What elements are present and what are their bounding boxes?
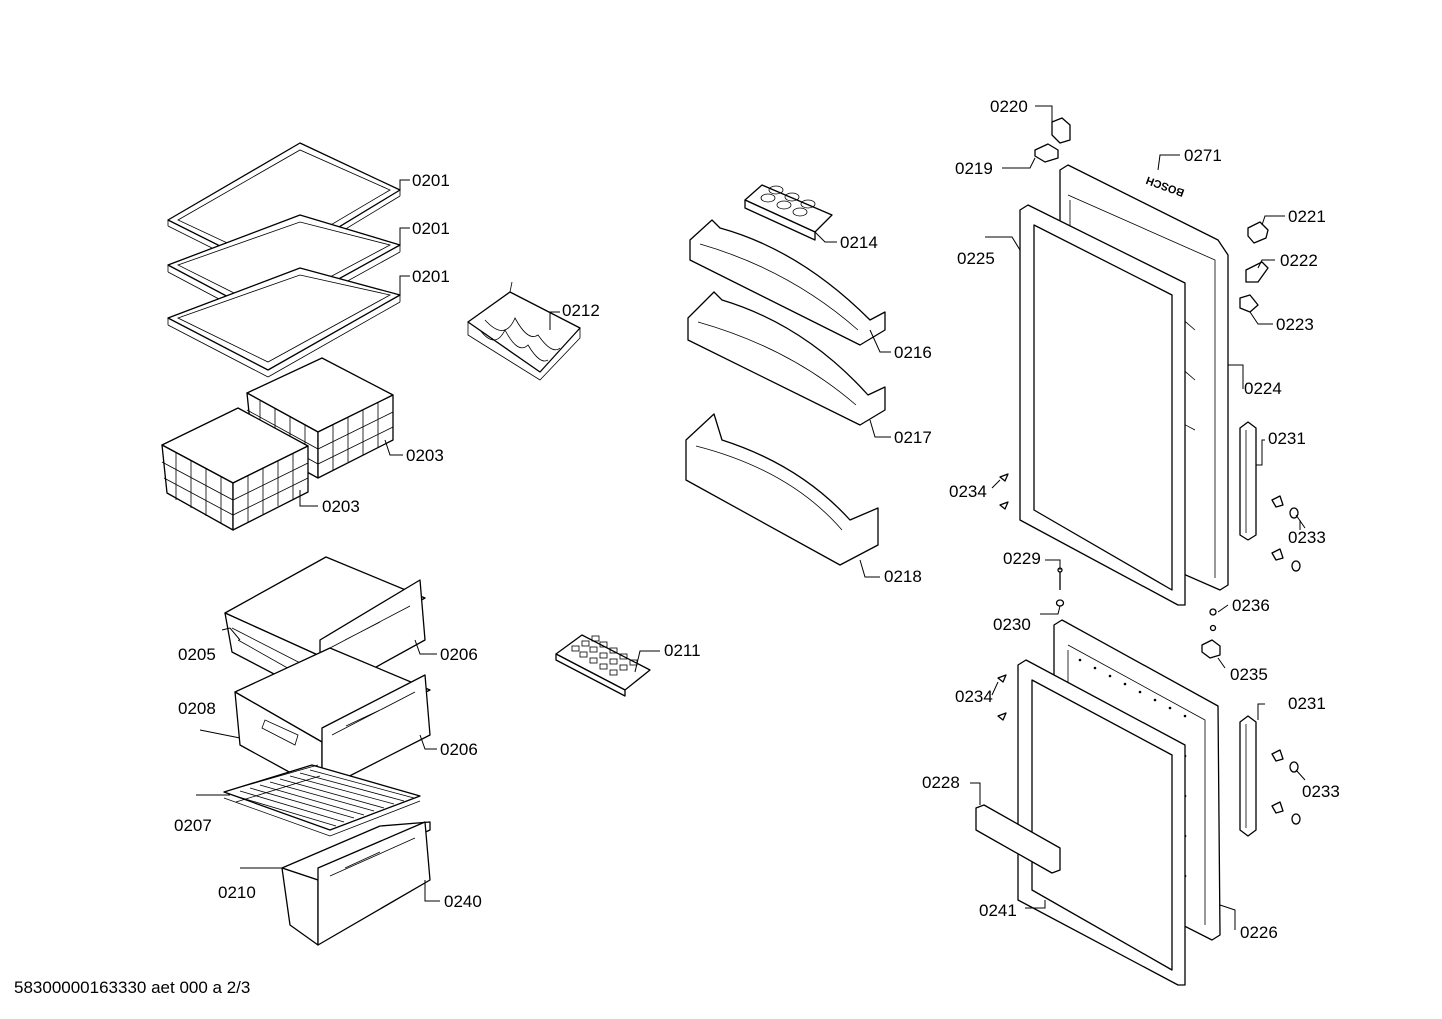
label-0203-front: 0203 <box>322 497 360 516</box>
label-0210: 0210 <box>218 883 256 902</box>
freezer-door-gasket <box>1017 659 1186 986</box>
part-number-labels: 0201 0201 0201 0212 0203 0203 0214 0216 … <box>174 97 1340 942</box>
label-0201-middle: 0201 <box>412 219 450 238</box>
label-0234-lower: 0234 <box>955 687 993 706</box>
label-0230: 0230 <box>993 615 1031 634</box>
label-0216: 0216 <box>894 343 932 362</box>
label-0231-lower: 0231 <box>1288 694 1326 713</box>
label-0206-upper: 0206 <box>440 645 478 664</box>
label-0234-upper: 0234 <box>949 482 987 501</box>
hinge-cover-0220 <box>1051 117 1071 144</box>
label-0231-upper: 0231 <box>1268 429 1306 448</box>
freezer-flap-0228 <box>975 804 1061 874</box>
label-0217: 0217 <box>894 428 932 447</box>
label-0218: 0218 <box>884 567 922 586</box>
pad-0223 <box>1239 294 1259 313</box>
screws-0234-upper <box>999 473 1009 510</box>
bracket-0222 <box>1245 261 1269 283</box>
door-shelf-middle <box>687 291 886 426</box>
label-0205: 0205 <box>178 645 216 664</box>
label-0208: 0208 <box>178 699 216 718</box>
label-0224: 0224 <box>1244 379 1282 398</box>
egg-tray <box>744 184 833 241</box>
door-handle-upper <box>1239 421 1257 541</box>
washer-0236 <box>1209 608 1217 632</box>
bearing-0235 <box>1201 639 1221 659</box>
wire-rack <box>223 764 421 837</box>
label-0214: 0214 <box>840 233 878 252</box>
freezer-drawer <box>281 821 431 946</box>
hinge-0221 <box>1247 221 1269 244</box>
label-0206-lower: 0206 <box>440 740 478 759</box>
label-0271: 0271 <box>1184 146 1222 165</box>
bushing-0230 <box>1055 599 1065 607</box>
fridge-door-gasket <box>1019 204 1186 606</box>
hinge-cap-0219 <box>1034 143 1059 163</box>
screws-0233-lower <box>1271 749 1301 825</box>
label-0219: 0219 <box>955 159 993 178</box>
label-0220: 0220 <box>990 97 1028 116</box>
label-0203-rear: 0203 <box>406 446 444 465</box>
wire-basket-front <box>161 407 309 531</box>
label-0201-bottom: 0201 <box>412 267 450 286</box>
pin-0229 <box>1057 567 1063 590</box>
label-0240: 0240 <box>444 892 482 911</box>
crisper-drawer-lower <box>234 647 431 791</box>
bottle-rack <box>467 281 581 381</box>
label-0236: 0236 <box>1232 596 1270 615</box>
label-0241: 0241 <box>979 901 1017 920</box>
label-0212: 0212 <box>562 301 600 320</box>
door-handle-lower <box>1239 715 1257 837</box>
label-0226: 0226 <box>1240 923 1278 942</box>
glass-shelf-bottom <box>167 267 401 378</box>
label-0221: 0221 <box>1288 207 1326 226</box>
label-0225: 0225 <box>957 249 995 268</box>
screws-0234-lower <box>997 674 1007 721</box>
label-0201-top: 0201 <box>412 171 450 190</box>
label-0207: 0207 <box>174 816 212 835</box>
label-0235: 0235 <box>1230 665 1268 684</box>
document-footer-code: 58300000163330 aet 000 a 2/3 <box>14 978 251 997</box>
label-0229: 0229 <box>1003 549 1041 568</box>
label-0222: 0222 <box>1280 251 1318 270</box>
label-0233-upper: 0233 <box>1288 528 1326 547</box>
label-0228: 0228 <box>922 773 960 792</box>
label-0211: 0211 <box>664 641 701 660</box>
door-shelf-upper <box>689 219 886 346</box>
ice-cube-tray <box>555 634 651 697</box>
label-0223: 0223 <box>1276 315 1314 334</box>
label-0233-lower: 0233 <box>1302 782 1340 801</box>
leader-lines <box>196 105 1306 930</box>
brand-mark: BOSCH <box>1145 174 1186 199</box>
door-shelf-bottom <box>685 413 879 566</box>
